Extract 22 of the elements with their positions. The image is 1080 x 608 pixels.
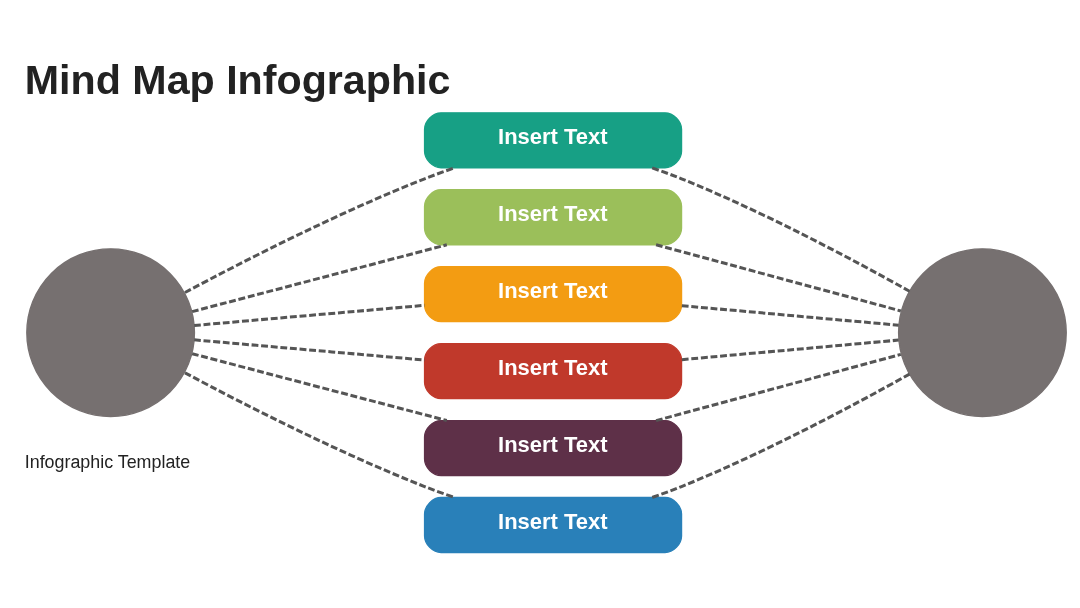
connector (681, 338, 899, 361)
node-box: Insert Text (423, 419, 683, 476)
node-box: Insert Text (423, 342, 683, 399)
node-box: Insert Text (423, 111, 683, 168)
node-circle (26, 247, 196, 417)
connector (655, 242, 902, 312)
diagram-title: Mind Map Infographic (24, 56, 451, 103)
node-box: Insert Text (423, 265, 683, 322)
connector (651, 166, 911, 293)
connector (194, 337, 425, 361)
connector (655, 352, 902, 422)
connector (191, 242, 448, 313)
node-box: Insert Text (423, 188, 683, 245)
connector (194, 303, 425, 327)
node-box: Insert Text (423, 496, 683, 553)
connector (184, 165, 456, 294)
label: Infographic Template (24, 451, 191, 472)
connector (191, 351, 448, 422)
connector (184, 371, 456, 499)
node-circle (897, 247, 1067, 417)
connector (651, 372, 911, 499)
connector (681, 303, 899, 327)
